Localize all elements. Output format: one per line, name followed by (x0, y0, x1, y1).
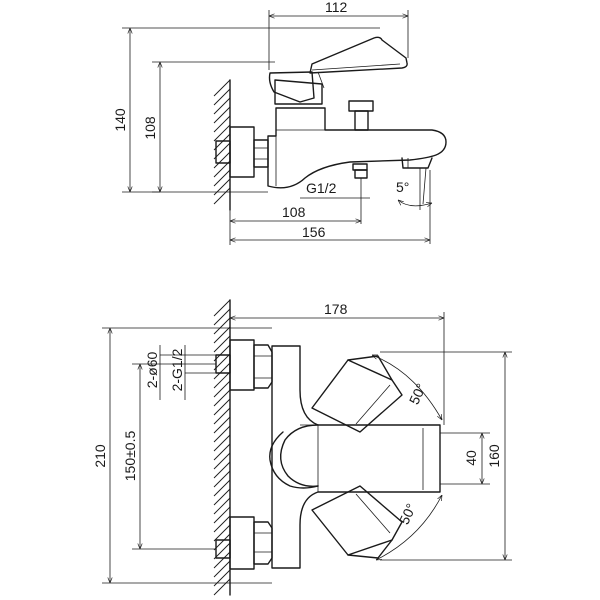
wall-hatch-line (213, 434, 231, 452)
side-diverter-knob (348, 100, 374, 131)
wall-hatch-line (213, 461, 231, 479)
wall-hatch-line (213, 524, 231, 542)
top-dim-2-d60: 2-ø60 (144, 352, 160, 389)
side-lever (268, 36, 408, 105)
wall-hatch-line (213, 398, 231, 416)
wall-hatch-line (213, 416, 231, 434)
top-dim-50-deg-upper: 50° (406, 381, 429, 407)
wall-hatch-line (213, 335, 231, 353)
top-lower-lever (311, 485, 403, 559)
wall-hatch-line (213, 425, 231, 443)
side-wall-connection (215, 126, 269, 178)
wall-hatch-line (213, 515, 231, 533)
side-dim-5-deg: 5° (396, 179, 409, 195)
wall-hatch-line (213, 560, 231, 578)
wall-hatch-line (213, 308, 231, 326)
top-dim-40: 40 (463, 450, 479, 466)
wall-hatch-line (213, 407, 231, 425)
side-wall (213, 79, 231, 211)
side-dim-112: 112 (325, 0, 348, 15)
wall-hatch-line (213, 326, 231, 344)
wall-hatch-line (213, 380, 231, 398)
top-upper-connection (215, 339, 273, 391)
wall-hatch-line (213, 497, 231, 515)
wall-hatch-line (213, 479, 231, 497)
wall-hatch-line (213, 452, 231, 470)
wall-hatch-line (213, 88, 231, 106)
wall-hatch-line (213, 371, 231, 389)
wall-hatch-line (213, 470, 231, 488)
wall-hatch-line (213, 488, 231, 506)
wall-hatch-line (213, 506, 231, 524)
wall-hatch-line (213, 569, 231, 587)
wall-hatch-line (213, 106, 231, 124)
wall-hatch-line (213, 124, 231, 142)
wall-hatch-line (213, 389, 231, 407)
wall-hatch-line (213, 187, 231, 205)
side-dim-g12: G1/2 (306, 180, 337, 196)
wall-hatch-line (213, 178, 231, 196)
top-lower-connection (215, 516, 273, 570)
top-rotation-arcs (300, 354, 442, 560)
top-mixer-body (269, 345, 441, 569)
wall-hatch-line (213, 97, 231, 115)
top-dim-150: 150±0.5 (122, 431, 138, 482)
wall-hatch-line (213, 151, 231, 169)
top-dim-178: 178 (324, 301, 348, 317)
wall-hatch-line (213, 79, 231, 97)
wall-hatch-line (213, 362, 231, 380)
side-dim-140: 140 (112, 108, 128, 132)
side-spout (401, 157, 433, 169)
wall-hatch-line (213, 551, 231, 569)
top-dim-50-deg-lower: 50° (396, 501, 419, 527)
wall-hatch-line (213, 169, 231, 187)
top-view: 178 2-ø60 2-G1/2 210 150±0.5 40 160 50° … (92, 299, 512, 596)
wall-hatch-line (213, 443, 231, 461)
side-shower-outlet (352, 163, 368, 179)
top-dim-2-g12: 2-G1/2 (169, 348, 185, 391)
wall-hatch-line (213, 317, 231, 335)
side-dim-108-vertical: 108 (142, 116, 158, 140)
side-dimensions (122, 10, 432, 245)
wall-hatch-line (213, 115, 231, 133)
top-upper-lever (311, 355, 403, 433)
side-dim-156: 156 (302, 224, 326, 240)
side-mixer-body (267, 107, 447, 189)
top-dim-160: 160 (486, 444, 502, 468)
top-dimensions (102, 300, 512, 584)
side-view: 112 140 108 G1/2 108 156 5° (112, 0, 447, 245)
side-dim-108-horizontal: 108 (282, 204, 306, 220)
wall-hatch-line (213, 299, 231, 317)
wall-hatch-line (213, 578, 231, 596)
top-dim-210: 210 (92, 444, 108, 468)
